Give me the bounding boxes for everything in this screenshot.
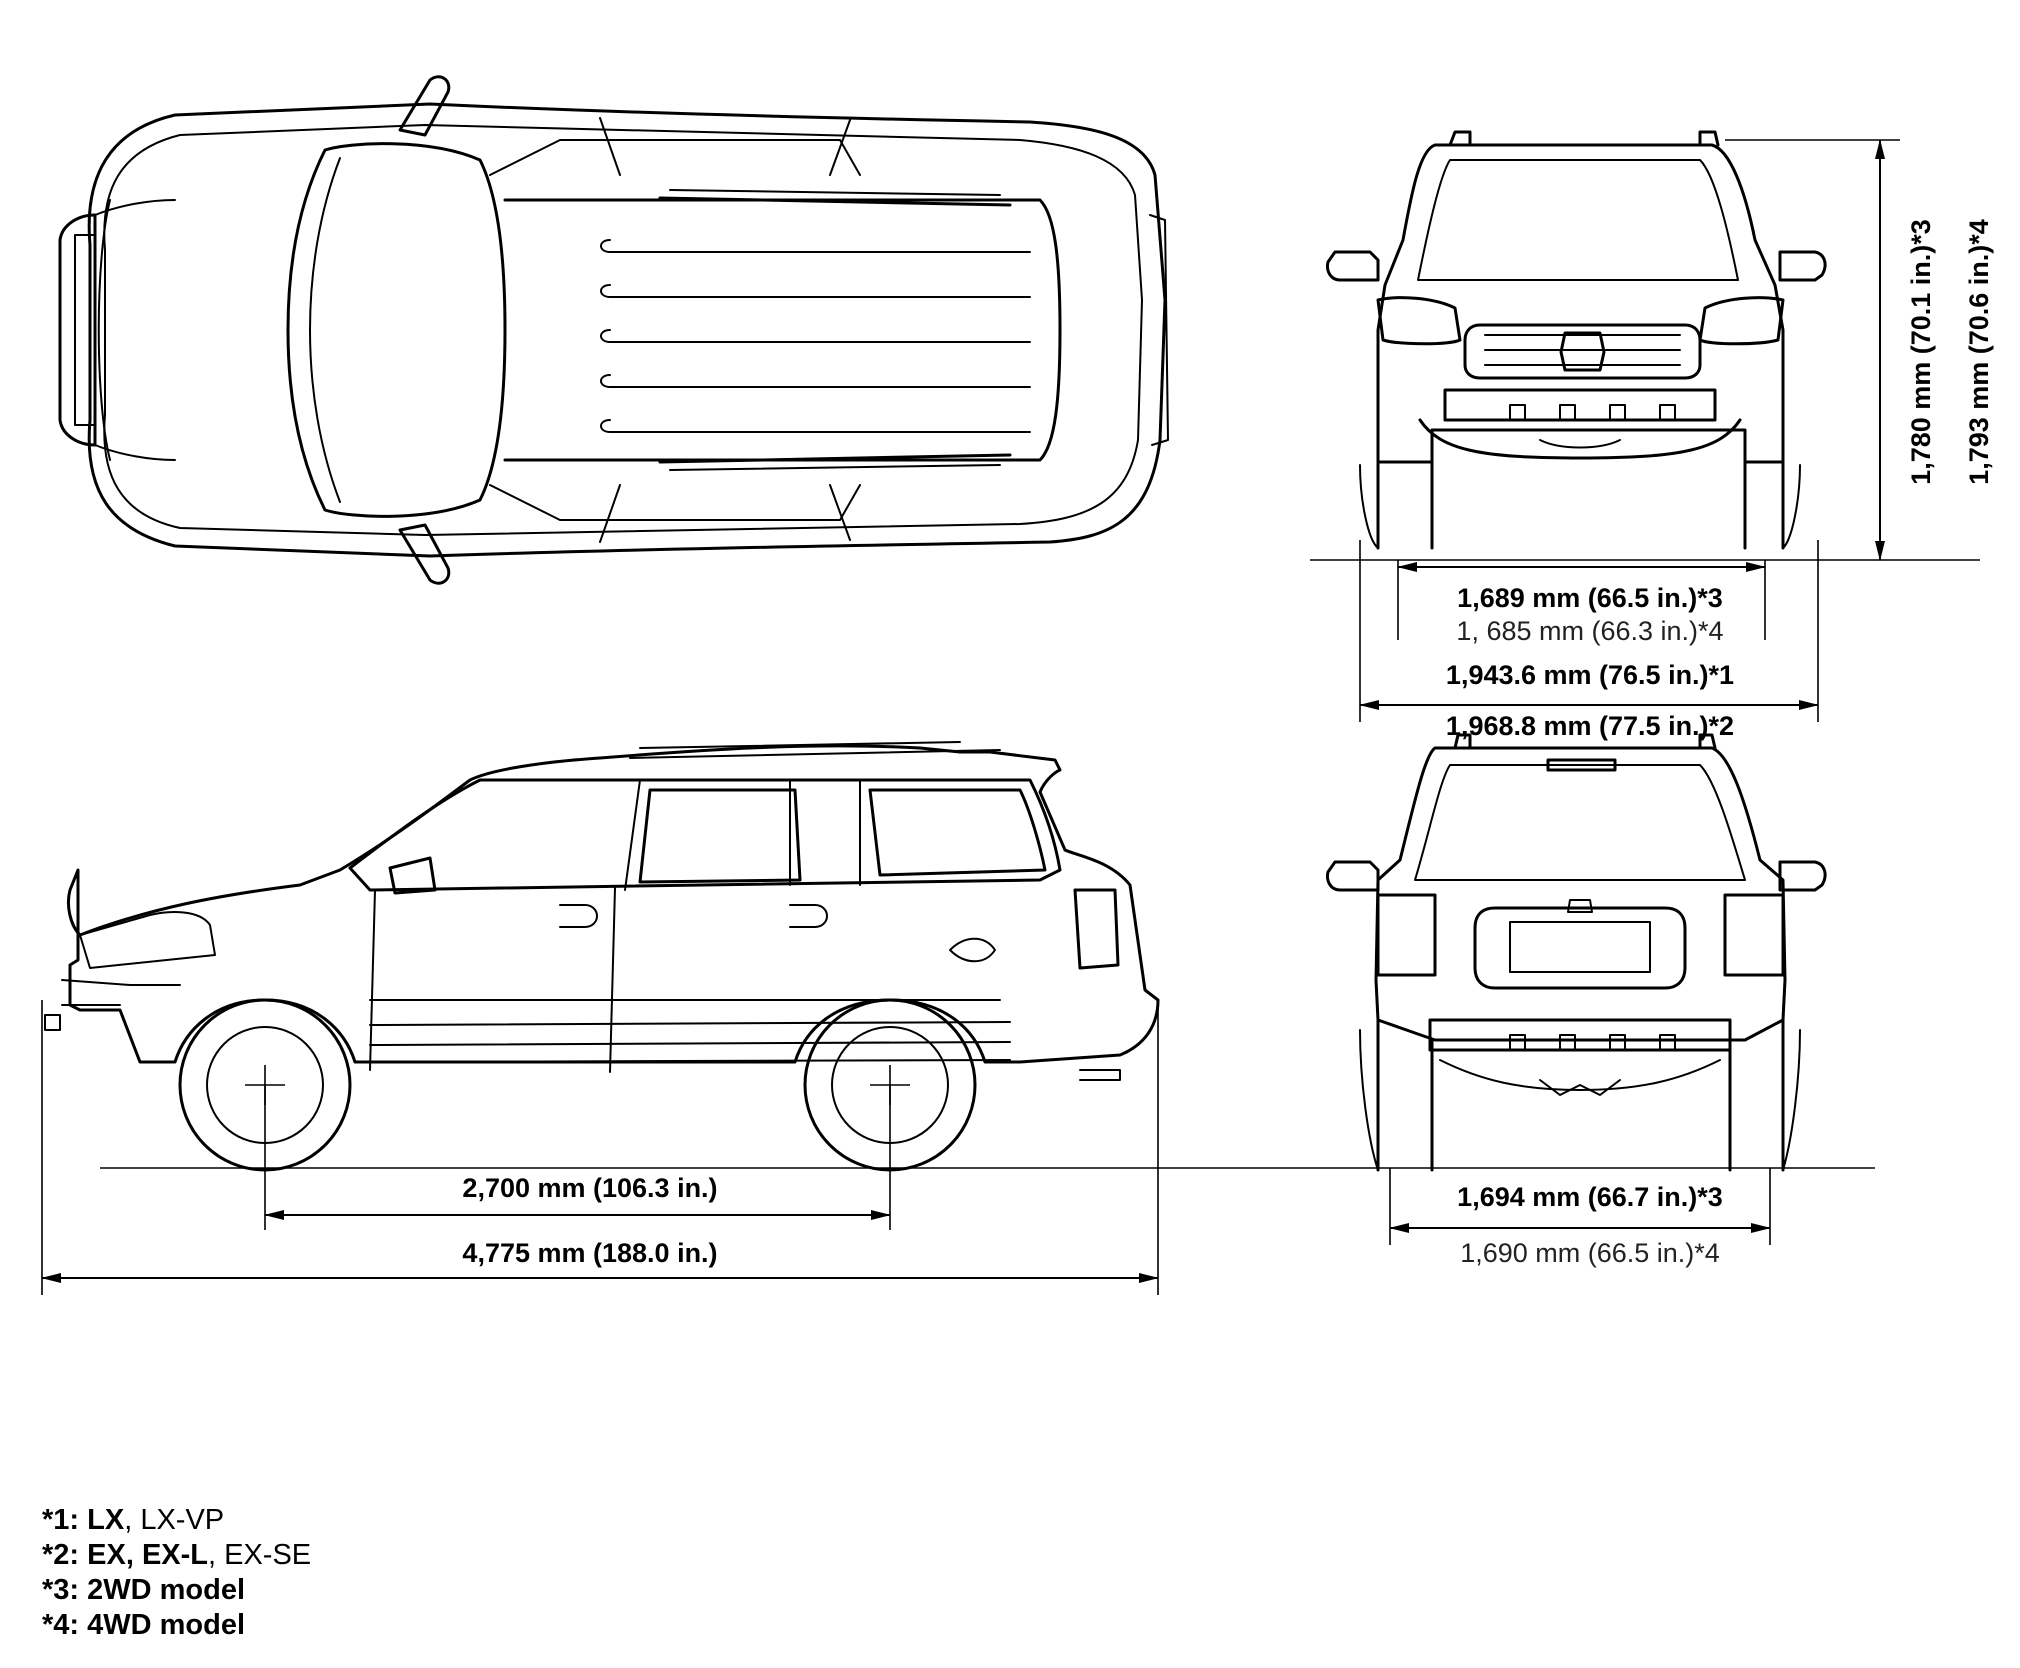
footnote-key: *1:	[42, 1504, 80, 1536]
front-track-2wd-label: 1,689 mm (66.5 in.)*3	[1457, 583, 1723, 613]
footnote-key: *2:	[42, 1539, 80, 1571]
footnote-plain-text: , LX-VP	[124, 1504, 225, 1536]
footnote-2: *2: EX, EX-L, EX-SE	[42, 1538, 311, 1573]
width-ex-label: 1,968.8 mm (77.5 in.)*2	[1446, 711, 1734, 741]
footnote-4: *4: 4WD model	[42, 1608, 311, 1643]
wheelbase-label: 2,700 mm (106.3 in.)	[462, 1173, 717, 1203]
width-lx-label: 1,943.6 mm (76.5 in.)*1	[1446, 660, 1734, 690]
footnote-key: *3:	[42, 1574, 80, 1606]
footnote-key: *4:	[42, 1609, 80, 1641]
front-view	[1326, 130, 1827, 550]
rear-track-2wd-label: 1,694 mm (66.7 in.)*3	[1457, 1182, 1723, 1212]
front-track-4wd-label: 1, 685 mm (66.3 in.)*4	[1456, 616, 1723, 646]
footnotes: *1: LX, LX-VP *2: EX, EX-L, EX-SE *3: 2W…	[42, 1503, 311, 1643]
footnote-bold-text: EX, EX-L	[87, 1539, 208, 1571]
footnote-bold-text: 2WD model	[87, 1574, 246, 1606]
footnote-bold-text: LX	[87, 1504, 125, 1536]
height-2wd-label: 1,780 mm (70.1 in.)*3	[1906, 219, 1936, 485]
height-4wd-label: 1,793 mm (70.6 in.)*4	[1964, 219, 1994, 485]
top-view	[58, 75, 1169, 585]
footnote-plain-text: , EX-SE	[208, 1539, 312, 1571]
rear-track-4wd-label: 1,690 mm (66.5 in.)*4	[1460, 1238, 1720, 1268]
footnote-1: *1: LX, LX-VP	[42, 1503, 311, 1538]
overall-length-label: 4,775 mm (188.0 in.)	[462, 1238, 717, 1268]
dimension-lines	[41, 139, 1980, 1295]
footnote-bold-text: 4WD model	[87, 1609, 246, 1641]
rear-view	[1326, 733, 1827, 1172]
side-view	[44, 741, 1160, 1172]
footnote-3: *3: 2WD model	[42, 1573, 311, 1608]
